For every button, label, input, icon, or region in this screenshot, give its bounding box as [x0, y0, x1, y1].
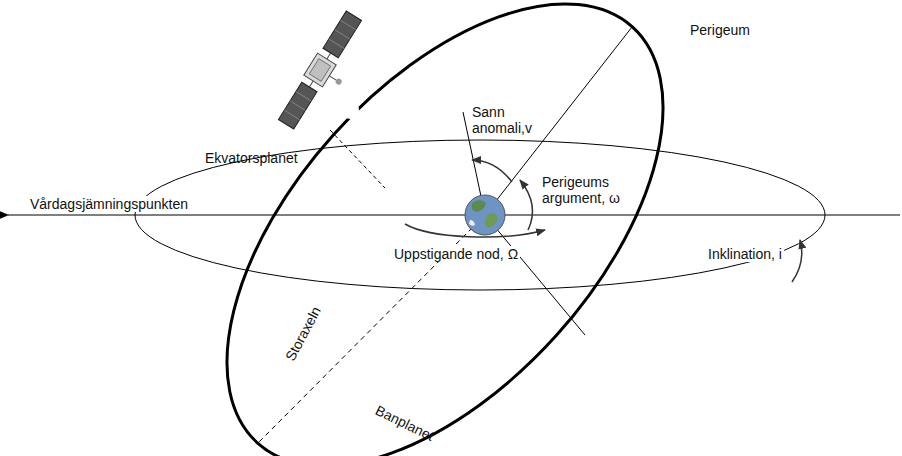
orbit-ellipse — [146, 0, 744, 456]
orbit-gap — [341, 101, 359, 119]
orbit-plane-label: Banplanet — [373, 402, 437, 444]
ascending-node-label: Uppstigande nod, Ω — [392, 246, 520, 262]
perigee-argument-label: Perigeums argument, ω — [540, 174, 626, 206]
anomaly-arc — [472, 160, 512, 182]
earth-icon — [465, 195, 505, 235]
inclination-label: Inklination, i — [706, 246, 784, 262]
equator-plane-label: Ekvatorsplanet — [205, 150, 298, 166]
equinox-label: Vårdagsjämningspunkten — [28, 196, 190, 212]
true-anomaly-label: Sann anomali,v — [470, 104, 540, 136]
perigee-label: Perigeum — [690, 22, 750, 38]
satellite-dashed-line — [330, 130, 385, 188]
equinox-axis — [8, 215, 900, 216]
satellite-icon — [277, 10, 375, 138]
inclination-arc — [792, 240, 802, 282]
major-axis-label: Storaxeln — [282, 304, 324, 364]
perigee-arg-arc — [520, 180, 533, 230]
